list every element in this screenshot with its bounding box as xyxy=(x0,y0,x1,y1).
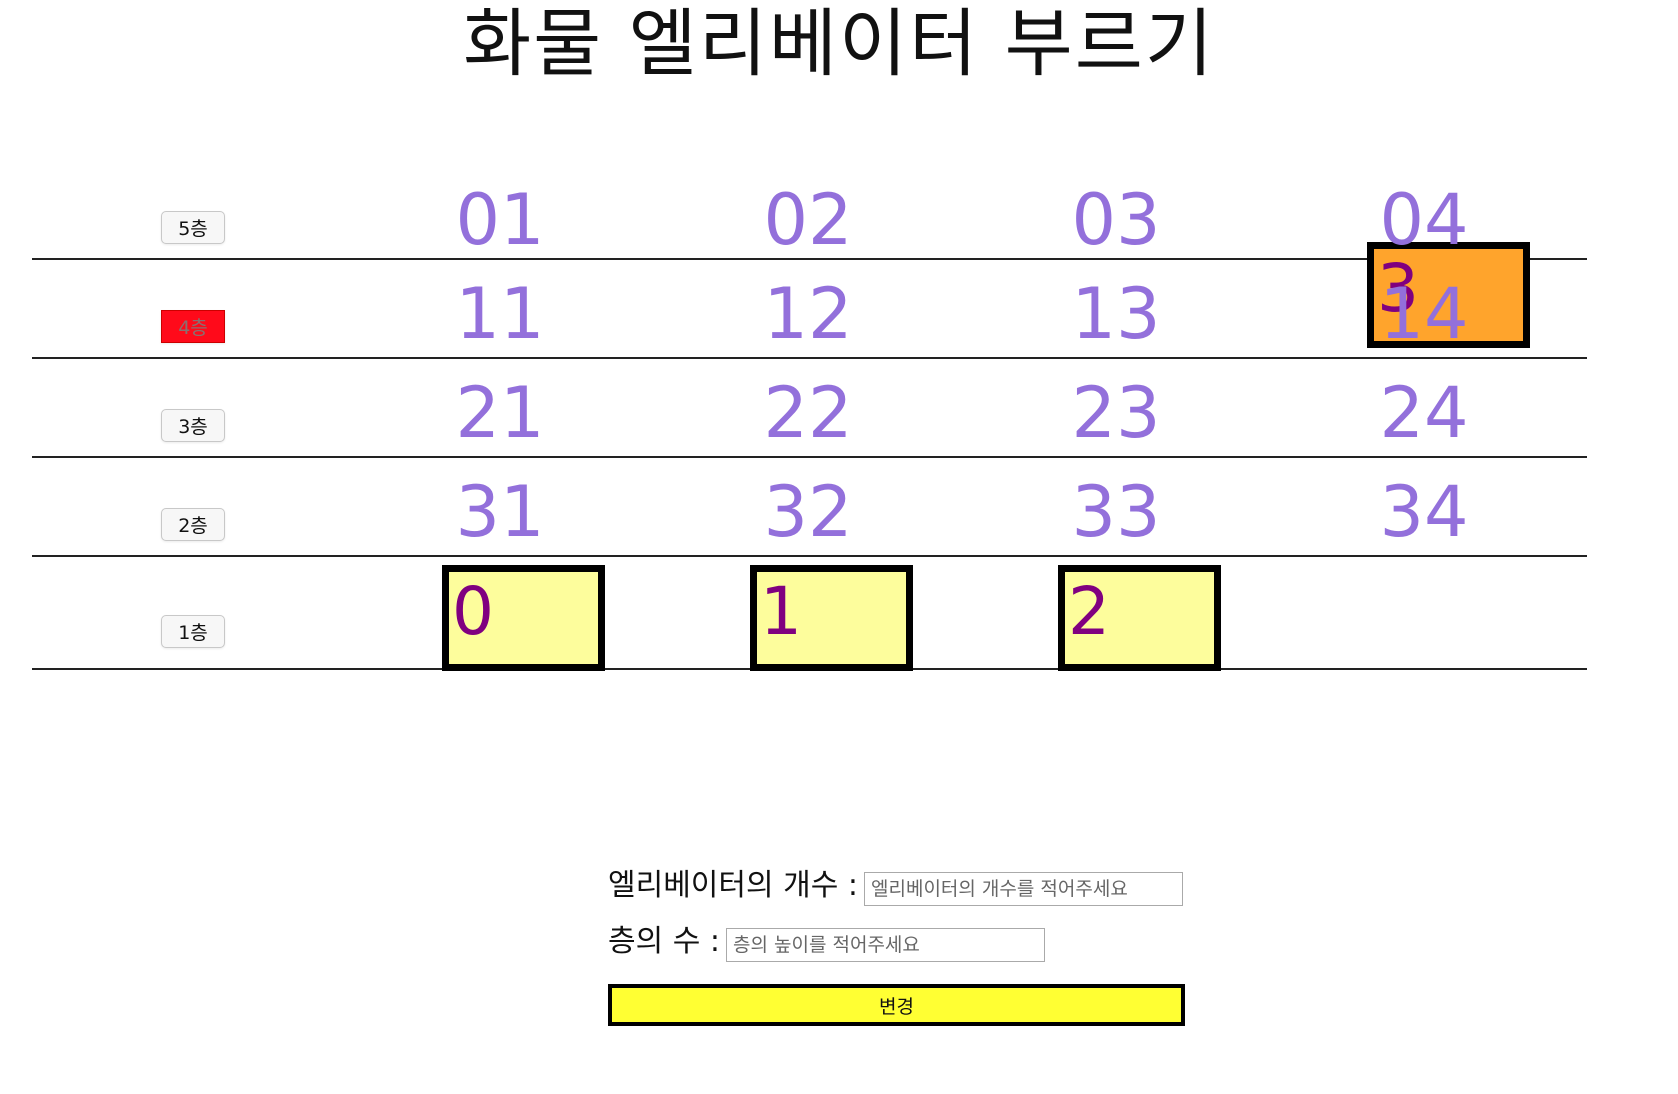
shaft-cell: 32 xyxy=(645,460,971,557)
call-button-floor-4[interactable]: 4층 xyxy=(161,310,225,343)
elevator-count-label: 엘리베이터의 개수 : xyxy=(608,868,858,903)
call-button-floor-3[interactable]: 3층 xyxy=(161,409,225,442)
cell-number: 31 xyxy=(455,471,545,553)
cell-number: 12 xyxy=(763,273,853,355)
floor-label-cell: 5층 xyxy=(32,180,355,260)
call-button-floor-5[interactable]: 5층 xyxy=(161,211,225,244)
elevator-car-1: 1 xyxy=(750,565,913,671)
shaft-cell: 23 xyxy=(953,361,1279,458)
cell-number: 22 xyxy=(763,372,853,454)
floor-count-input[interactable] xyxy=(726,928,1045,962)
elevator-car-3: 3 xyxy=(1367,242,1530,348)
cell-number: 11 xyxy=(455,273,545,355)
shaft-cell: 14 xyxy=(1261,262,1587,359)
elevator-id: 2 xyxy=(1068,573,1110,650)
floor-count-label: 층의 수 : xyxy=(608,924,720,959)
elevator-car-2: 2 xyxy=(1058,565,1221,671)
shaft-cell: 24 xyxy=(1261,361,1587,458)
cell-number: 04 xyxy=(1379,179,1469,261)
floor-label-cell: 1층 xyxy=(32,559,355,670)
shaft-cell xyxy=(1261,559,1587,670)
shaft-cell: 11 xyxy=(337,262,663,359)
cell-number: 24 xyxy=(1379,372,1469,454)
cell-number: 32 xyxy=(763,471,853,553)
floor-row-5: 5층 01 02 03 04 xyxy=(32,180,1678,260)
elevator-id: 1 xyxy=(760,573,802,650)
shaft-cell: 13 xyxy=(953,262,1279,359)
elevator-id: 0 xyxy=(452,573,494,650)
shaft-cell: 22 xyxy=(645,361,971,458)
cell-number: 03 xyxy=(1071,179,1161,261)
floor-row-3: 3층 21 22 23 24 xyxy=(32,361,1678,458)
call-button-floor-1[interactable]: 1층 xyxy=(161,615,225,648)
shaft-cell: 01 xyxy=(337,180,663,260)
elevator-count-input[interactable] xyxy=(864,872,1183,906)
cell-number: 13 xyxy=(1071,273,1161,355)
elevator-id: 3 xyxy=(1377,250,1419,327)
call-button-floor-2[interactable]: 2층 xyxy=(161,508,225,541)
floor-label-cell: 3층 xyxy=(32,361,355,458)
cell-number: 21 xyxy=(455,372,545,454)
cell-number: 01 xyxy=(455,179,545,261)
shaft-cell: 33 xyxy=(953,460,1279,557)
cell-number: 33 xyxy=(1071,471,1161,553)
shaft-cell: 31 xyxy=(337,460,663,557)
cell-number: 34 xyxy=(1379,471,1469,553)
shaft-cell: 12 xyxy=(645,262,971,359)
cell-number: 02 xyxy=(763,179,853,261)
floor-label-cell: 4층 xyxy=(32,262,355,359)
shaft-cell: 21 xyxy=(337,361,663,458)
shaft-cell: 02 xyxy=(645,180,971,260)
cell-number: 14 xyxy=(1379,273,1469,355)
page-title: 화물 엘리베이터 부르기 xyxy=(463,1,1215,87)
floor-label-cell: 2층 xyxy=(32,460,355,557)
change-button[interactable]: 변경 xyxy=(608,984,1185,1026)
shaft-cell: 04 xyxy=(1261,180,1587,260)
elevator-car-0: 0 xyxy=(442,565,605,671)
cell-number: 23 xyxy=(1071,372,1161,454)
shaft-cell: 03 xyxy=(953,180,1279,260)
floor-row-2: 2층 31 32 33 34 xyxy=(32,460,1678,557)
shaft-cell: 34 xyxy=(1261,460,1587,557)
floor-row-4: 4층 11 12 13 14 xyxy=(32,262,1678,359)
